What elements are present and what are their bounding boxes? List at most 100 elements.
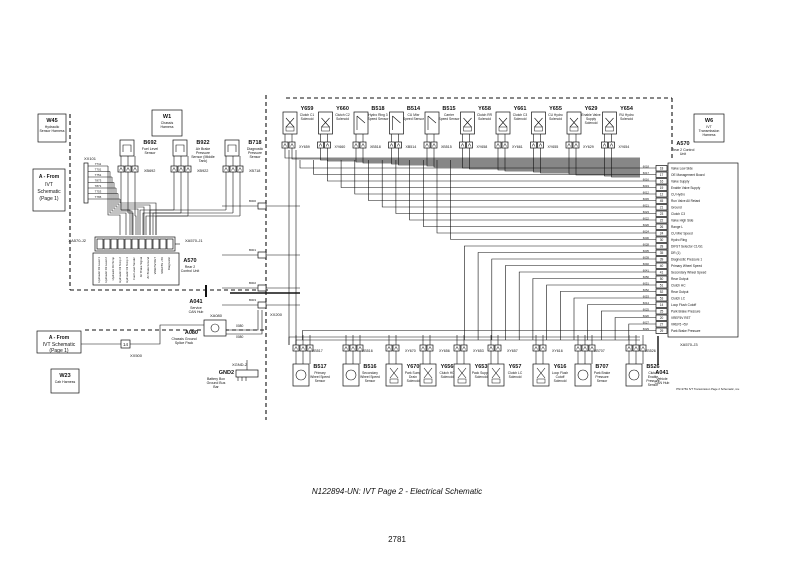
connector-xy670 — [385, 344, 393, 352]
connector-xx500-number: 14 — [123, 342, 129, 347]
connector-pin — [609, 142, 614, 147]
component-y670 — [385, 363, 403, 387]
splice-b003 — [257, 301, 267, 309]
connector-xb707 — [581, 344, 589, 352]
connector-xb692 — [124, 165, 132, 173]
connector-pin — [389, 142, 394, 147]
sensor-wire-route — [152, 212, 233, 235]
a570-right-pin-number: 53 — [660, 297, 664, 301]
sensor-name-b692: Sensor — [144, 151, 156, 155]
component-name-y657: Solenoid — [509, 375, 522, 379]
page-number: 2781 — [388, 535, 406, 544]
a570-right-pin-number: 52 — [660, 290, 664, 294]
connector-pin — [574, 142, 578, 147]
connector-xb517 — [306, 344, 314, 352]
a570-right-pin-box — [655, 249, 668, 256]
sensor-b718 — [224, 139, 240, 157]
sensor-wire-route — [139, 209, 174, 235]
hub-name-a041-left: Service — [190, 306, 202, 310]
sensor-name-b922: Air Brake — [196, 147, 210, 151]
splice-label-b001: B001 — [249, 248, 256, 252]
sensor-id-b692: B692 — [143, 140, 156, 146]
sensor-symbol — [345, 369, 357, 381]
connector-pin — [133, 166, 137, 171]
connector-pin — [126, 166, 130, 171]
component-name-b517: Primary — [314, 371, 326, 375]
harness-name-w6: Harness — [702, 133, 715, 137]
connector-pin — [294, 345, 298, 350]
connector-pin — [318, 142, 323, 147]
a570-right-wire-number: 6035 — [643, 249, 650, 253]
a570-right-pin-label: Valve High Side — [671, 219, 694, 223]
solenoid-symbol — [536, 367, 546, 379]
solenoid-coil — [457, 378, 467, 384]
a570-right-wire-number: 6022 — [643, 217, 650, 221]
connector-xb517 — [299, 344, 307, 352]
connector-xb514 — [388, 141, 395, 149]
connector-label-xy661: XY661 — [512, 145, 523, 149]
connector-xy657 — [494, 344, 502, 352]
sensor-symbol — [122, 144, 132, 152]
component-name-y661: Clutch C3 — [513, 113, 528, 117]
solenoid-symbol — [457, 367, 467, 379]
connector-pin — [358, 345, 362, 350]
component-name-y656: Clutch HC — [439, 371, 455, 375]
a570-right-wire-number: 6029 — [643, 327, 650, 331]
a570-right-wire-number: 6020 — [643, 314, 650, 318]
connector-pin-cell — [166, 238, 174, 250]
wire-route-7751 — [111, 177, 133, 235]
connector-pin — [496, 345, 500, 350]
a570-left-pin-label: Hydraulic Oil Temp 2 — [118, 257, 122, 283]
component-id-b526: B526 — [646, 364, 659, 370]
connector-label-xb515: XB515 — [441, 145, 452, 149]
component-name-y655: CU Hydro — [548, 113, 563, 117]
connector-label-xa570-j2: XA570-J2 — [68, 238, 86, 243]
harness-name-w6: Transmission — [699, 129, 720, 133]
connector-pin — [238, 166, 242, 171]
wire-a570-right-12 — [354, 160, 656, 195]
connector-label-xb517: XB517 — [312, 349, 323, 353]
solenoid-coil — [389, 378, 399, 384]
connector-pin — [421, 345, 425, 350]
connector-label-xx500: XX500 — [130, 353, 143, 358]
a570-right-pin-box — [655, 223, 668, 230]
connector-pin-cell — [138, 238, 146, 250]
a570-right-pin-box — [655, 197, 668, 204]
a570-right-pin-box — [655, 178, 668, 185]
from-sub3-top: (Page 1) — [39, 196, 59, 202]
component-name-b514: Speed Sensor — [403, 117, 425, 121]
connector-pin-cell — [159, 238, 167, 250]
sensor-wire-route — [149, 209, 226, 235]
connector-label-xb718: XB718 — [249, 169, 260, 173]
a570-left-pin-label: Hydraulic Oil Level 1 — [97, 257, 101, 283]
sensor-b922 — [172, 139, 188, 157]
splice-label-b003: B003 — [249, 298, 256, 302]
a570-right-pin-box — [655, 308, 668, 315]
a570-right-pin-box — [655, 243, 668, 250]
connector-xb514 — [395, 141, 402, 149]
component-name-b517: Wheel Speed — [310, 375, 330, 379]
wire-a570-right-39 — [491, 258, 656, 340]
control-unit-name-a570-left: Control Unit — [181, 269, 200, 273]
a570-right-pin-number: 28 — [660, 245, 664, 249]
connector-xy661 — [494, 141, 502, 149]
component-name-b526: Pressure — [646, 379, 659, 383]
harness-box-w45 — [37, 113, 67, 143]
connector-label-xy660: XY660 — [335, 145, 346, 149]
wire-number-7701: 7701 — [95, 168, 102, 172]
a570-right-pin-box — [655, 262, 668, 269]
a570-right-wire-number: 6012 — [643, 191, 650, 195]
connector-pin — [460, 142, 465, 147]
connector-pin — [634, 345, 638, 350]
solenoid-symbol — [389, 367, 399, 379]
component-id-y616: Y616 — [554, 364, 567, 370]
component-b526 — [625, 363, 643, 387]
harness-box-w23 — [50, 368, 80, 394]
splice-symbol — [210, 323, 220, 333]
connector-xy653 — [460, 344, 468, 352]
a570-right-pin-label: OE Management Board — [671, 173, 705, 177]
a570-right-wire-number: 6019 — [643, 184, 650, 188]
component-name-y659: Solenoid — [301, 117, 314, 121]
wire-a570-right-40 — [505, 265, 656, 340]
solenoid-coil — [321, 126, 330, 132]
